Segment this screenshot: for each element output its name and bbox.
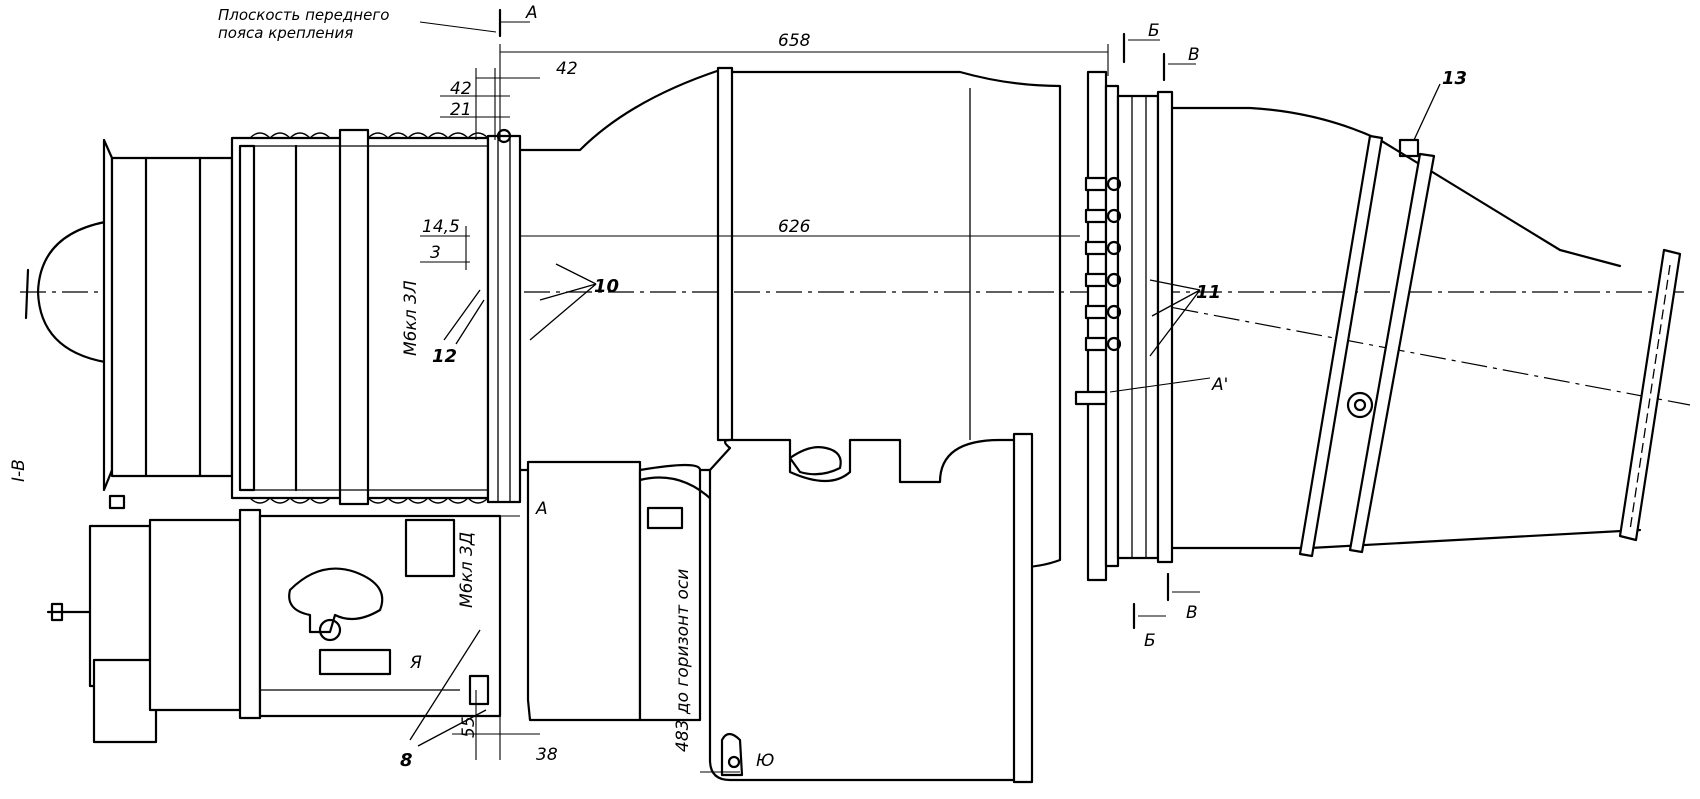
callout-13: 13 xyxy=(1442,68,1467,89)
dimension-38: 38 xyxy=(536,745,558,765)
section-b-top: Б xyxy=(1148,21,1160,41)
view-ya-mark: Я xyxy=(409,653,422,673)
inlet-cowl xyxy=(102,138,234,510)
callout-8: 8 xyxy=(400,750,413,771)
section-v-top: В xyxy=(1188,45,1200,65)
section-v-bottom: В xyxy=(1186,603,1198,623)
view-yu-mark: Ю xyxy=(756,751,774,771)
dimension-3: 3 xyxy=(430,243,441,263)
section-b-bottom: Б xyxy=(1144,631,1156,651)
accessory-gearbox xyxy=(46,508,502,744)
section-a-prime: А' xyxy=(1211,375,1228,395)
oil-tank xyxy=(708,432,1034,784)
note-483-to-axis: 483 до горизонт оси xyxy=(673,569,693,752)
transition-duct xyxy=(518,68,722,472)
left-section-mark: I-В xyxy=(9,459,29,482)
thread-lower-m6: М6кл 3Д xyxy=(457,532,477,608)
inlet-spinner xyxy=(24,220,107,364)
callout-11: 11 xyxy=(1196,282,1221,303)
thread-upper-m6: М6кл 3Л xyxy=(401,280,421,356)
section-a-top: А xyxy=(525,3,538,23)
callout-12: 12 xyxy=(432,346,457,367)
note-mount-plane-line1: Плоскость переднего xyxy=(218,6,389,24)
dimension-14-5: 14,5 xyxy=(422,217,460,237)
dimension-lines xyxy=(409,8,1441,773)
dimension-626: 626 xyxy=(778,217,811,237)
dimension-42-right: 42 xyxy=(556,59,578,79)
compressor-casing xyxy=(230,128,522,506)
note-mount-plane-line2: пояса крепления xyxy=(218,24,353,42)
dimension-21: 21 xyxy=(450,100,472,120)
dimension-42-left: 42 xyxy=(450,79,472,99)
exhaust-nozzle xyxy=(1170,106,1682,558)
dimension-658: 658 xyxy=(778,31,811,51)
turbine-flange xyxy=(1086,70,1174,582)
fuel-control-block xyxy=(526,460,714,722)
flange-bolts-11 xyxy=(1074,176,1122,406)
dimension-55: 55 xyxy=(459,716,479,738)
callout-10: 10 xyxy=(594,276,619,297)
section-a-mid: А xyxy=(535,499,548,519)
